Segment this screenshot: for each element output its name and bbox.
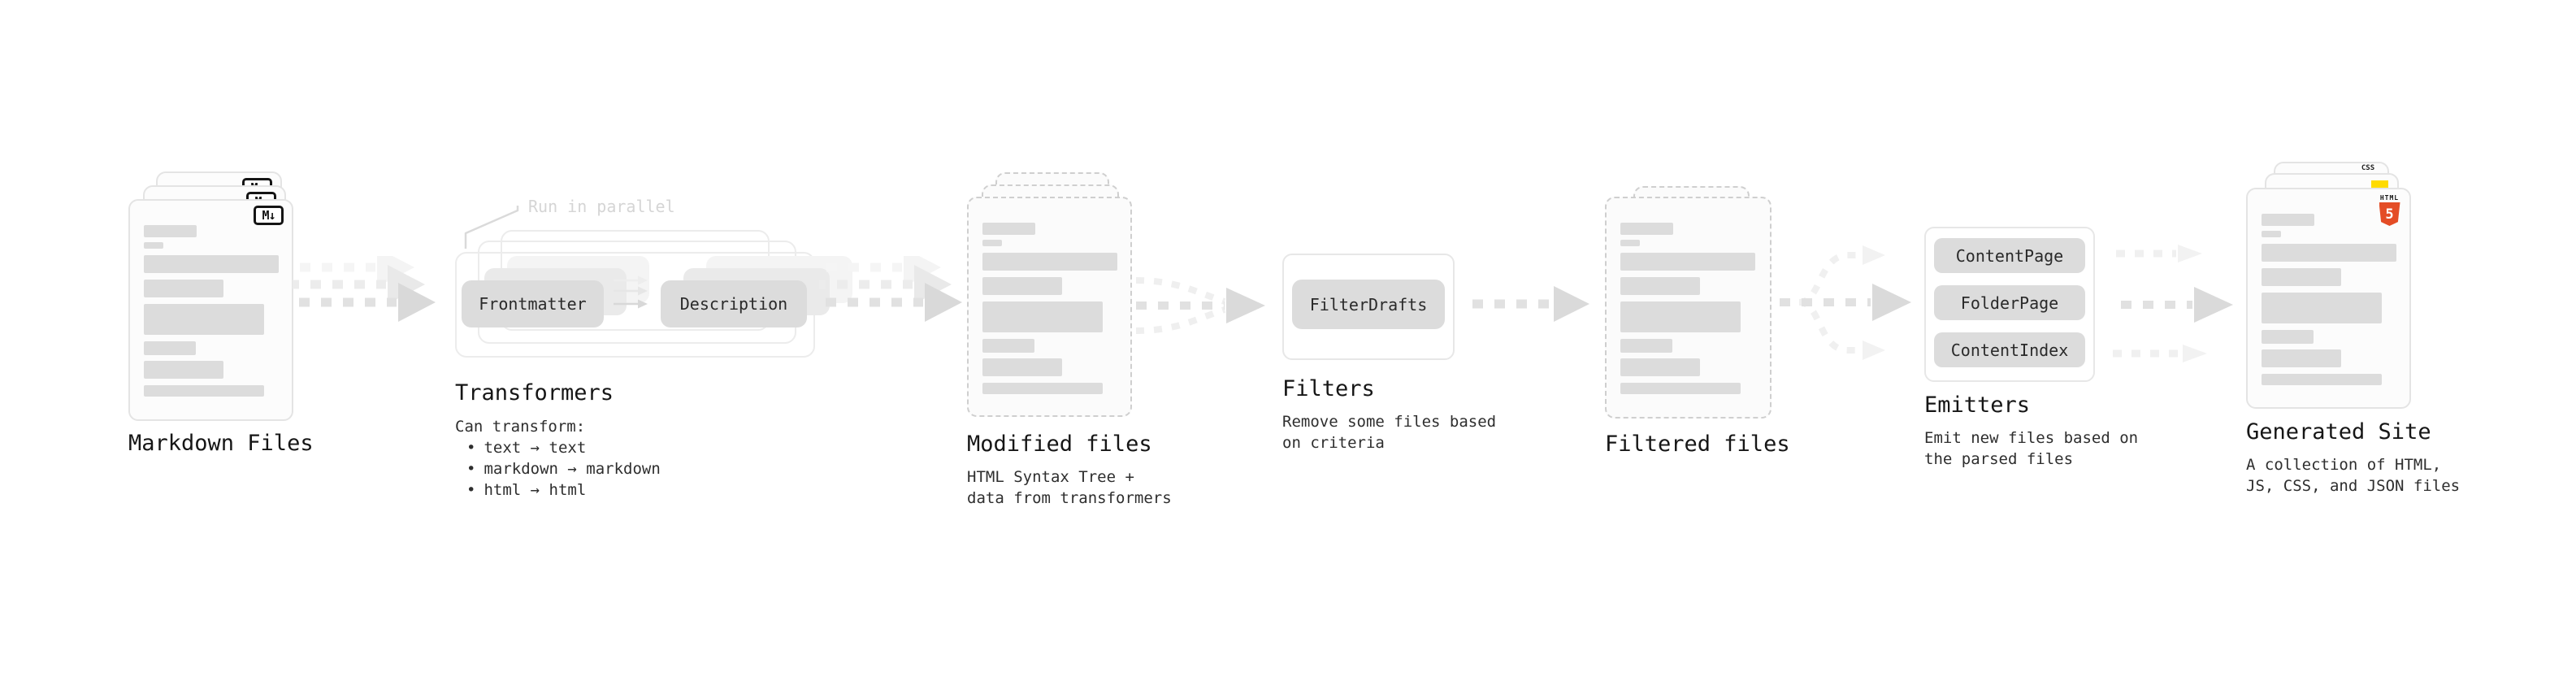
- generated-site-desc-line: JS, CSS, and JSON files: [2246, 477, 2461, 495]
- skeleton-bar: [1620, 253, 1755, 271]
- modified-files-desc-line: HTML Syntax Tree +: [967, 468, 1134, 486]
- css-icon-label: CSS: [2361, 164, 2375, 172]
- filterdrafts-pill: FilterDrafts: [1292, 280, 1445, 329]
- bullet-icon: •: [466, 439, 476, 457]
- skeleton-bar: [982, 223, 1035, 235]
- filters-label: Filters: [1282, 376, 1375, 401]
- skeleton-bar: [982, 301, 1103, 332]
- transformers-desc-heading: Can transform:: [455, 418, 586, 436]
- filtered-file-card: [1605, 197, 1772, 419]
- generated-site-desc-line: A collection of HTML,: [2246, 456, 2442, 474]
- skeleton-bar: [2262, 293, 2382, 323]
- parallel-arrows-icon: [614, 275, 648, 309]
- skeleton-bar: [144, 341, 196, 355]
- folderpage-pill: FolderPage: [1934, 285, 2085, 320]
- skeleton-bar: [1620, 277, 1700, 295]
- skeleton-bar: [144, 280, 223, 297]
- skeleton-bar: [2262, 268, 2341, 286]
- emitters-desc-line: Emit new files based on: [1924, 429, 2139, 447]
- note-callout-line: [464, 206, 519, 249]
- js-icon: [2371, 180, 2388, 189]
- skeleton-bar: [1620, 301, 1741, 332]
- skeleton-bar: [2262, 330, 2314, 344]
- skeleton-bar: [982, 383, 1103, 394]
- arrow-contentpage-out: [2116, 245, 2202, 262]
- markdown-files-label: Markdown Files: [128, 431, 314, 456]
- contentindex-pill: ContentIndex: [1934, 332, 2085, 367]
- modified-files-description: HTML Syntax Tree + data from transformer…: [967, 466, 1172, 509]
- transform-item: • markdown → markdown: [455, 458, 661, 479]
- skeleton-bar: [144, 304, 264, 335]
- skeleton-bar: [2262, 214, 2314, 226]
- transform-item: • text → text: [455, 437, 661, 458]
- skeleton-bar: [982, 240, 1002, 246]
- skeleton-bar: [144, 361, 223, 379]
- transform-item: • html → html: [455, 479, 661, 501]
- filters-desc-line: Remove some files based: [1282, 413, 1497, 431]
- arrow-contentindex-out: [2113, 345, 2207, 362]
- arrow-filters-to-filtered: [1472, 286, 1589, 322]
- transformers-label: Transformers: [455, 380, 614, 406]
- skeleton-bar: [2262, 244, 2396, 262]
- markdown-icon: M↓: [254, 206, 284, 225]
- emitters-desc-line: the parsed files: [1924, 450, 2074, 468]
- css-icon: CSS: [2357, 164, 2379, 172]
- arrow-folderpage-out: [2121, 287, 2233, 323]
- skeleton-bar: [1620, 358, 1700, 376]
- arrow-markdown-to-transformers: [293, 256, 436, 322]
- skeleton-bar: [2262, 231, 2281, 237]
- emitters-description: Emit new files based on the parsed files: [1924, 427, 2138, 470]
- skeleton-bar: [1620, 240, 1640, 246]
- arrow-modified-to-filters: [1135, 277, 1265, 334]
- skeleton-bar: [982, 253, 1117, 271]
- modified-file-card: [967, 197, 1132, 417]
- transformers-description: Can transform: • text → text • markdown → …: [455, 416, 661, 501]
- bullet-icon: •: [466, 460, 476, 478]
- html5-icon-shield: 5: [2379, 202, 2400, 226]
- bullet-icon: •: [466, 481, 476, 499]
- description-pill: Description: [661, 280, 807, 327]
- modified-files-desc-line: data from transformers: [967, 489, 1172, 507]
- skeleton-bar: [1620, 223, 1673, 235]
- skeleton-bar: [982, 277, 1062, 295]
- skeleton-bar: [1620, 383, 1741, 394]
- transform-item-text: html → html: [484, 481, 587, 499]
- html5-icon-number: 5: [2385, 206, 2394, 223]
- skeleton-bar: [2262, 374, 2382, 385]
- transform-item-text: text → text: [484, 439, 587, 457]
- html5-icon-label: HTML: [2379, 194, 2400, 202]
- skeleton-bar: [144, 242, 163, 249]
- arrow-filtered-to-emitters: [1780, 245, 1911, 360]
- html5-icon: HTML 5: [2379, 194, 2400, 226]
- contentpage-pill: ContentPage: [1934, 238, 2085, 273]
- transform-item-text: markdown → markdown: [484, 460, 661, 478]
- filters-desc-line: on criteria: [1282, 434, 1385, 452]
- skeleton-bar: [2262, 349, 2341, 367]
- filters-description: Remove some files based on criteria: [1282, 411, 1496, 453]
- generated-site-description: A collection of HTML, JS, CSS, and JSON …: [2246, 454, 2460, 497]
- filtered-files-label: Filtered files: [1605, 432, 1790, 457]
- generated-file-card-html: HTML 5: [2246, 188, 2411, 409]
- skeleton-bar: [144, 225, 197, 237]
- skeleton-bar: [144, 255, 279, 273]
- generated-site-label: Generated Site: [2246, 419, 2431, 445]
- frontmatter-pill: Frontmatter: [462, 280, 604, 327]
- skeleton-bar: [144, 385, 264, 397]
- emitters-label: Emitters: [1924, 393, 2031, 418]
- arrow-transformers-to-modified: [819, 256, 962, 322]
- skeleton-bar: [982, 339, 1034, 353]
- run-in-parallel-note: Run in parallel: [528, 197, 675, 216]
- skeleton-bar: [982, 358, 1062, 376]
- skeleton-bar: [1620, 339, 1672, 353]
- modified-files-label: Modified files: [967, 432, 1152, 457]
- markdown-file-card: M↓: [128, 199, 293, 421]
